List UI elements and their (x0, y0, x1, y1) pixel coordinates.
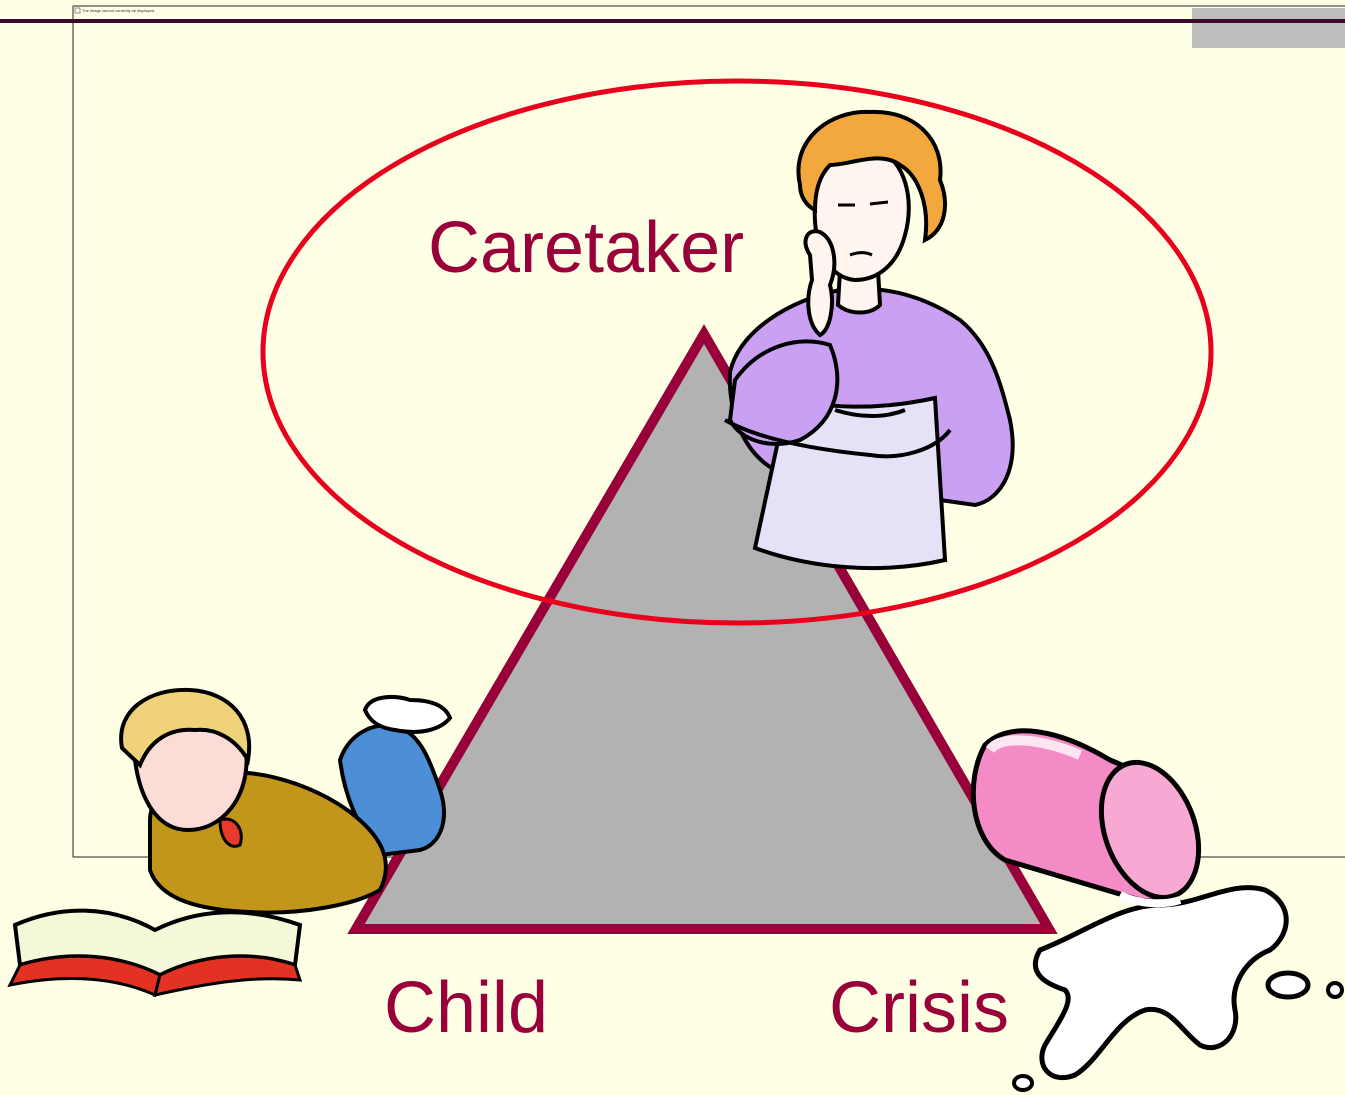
caretaker-woman-icon (724, 109, 1015, 571)
corner-block (1192, 8, 1345, 48)
crisis-spilled-milk-icon (970, 728, 1344, 1092)
triangle (347, 324, 1058, 934)
broken-image-icon (74, 7, 81, 14)
caretaker-label: Caretaker (428, 208, 745, 288)
crisis-label: Crisis (829, 968, 1009, 1048)
child-label: Child (384, 968, 549, 1048)
child-reading-boy-icon (7, 687, 453, 998)
broken-image-text: The image cannot currently be displayed. (82, 8, 156, 13)
highlight-ellipse (260, 78, 1214, 626)
top-rule (0, 19, 1345, 23)
